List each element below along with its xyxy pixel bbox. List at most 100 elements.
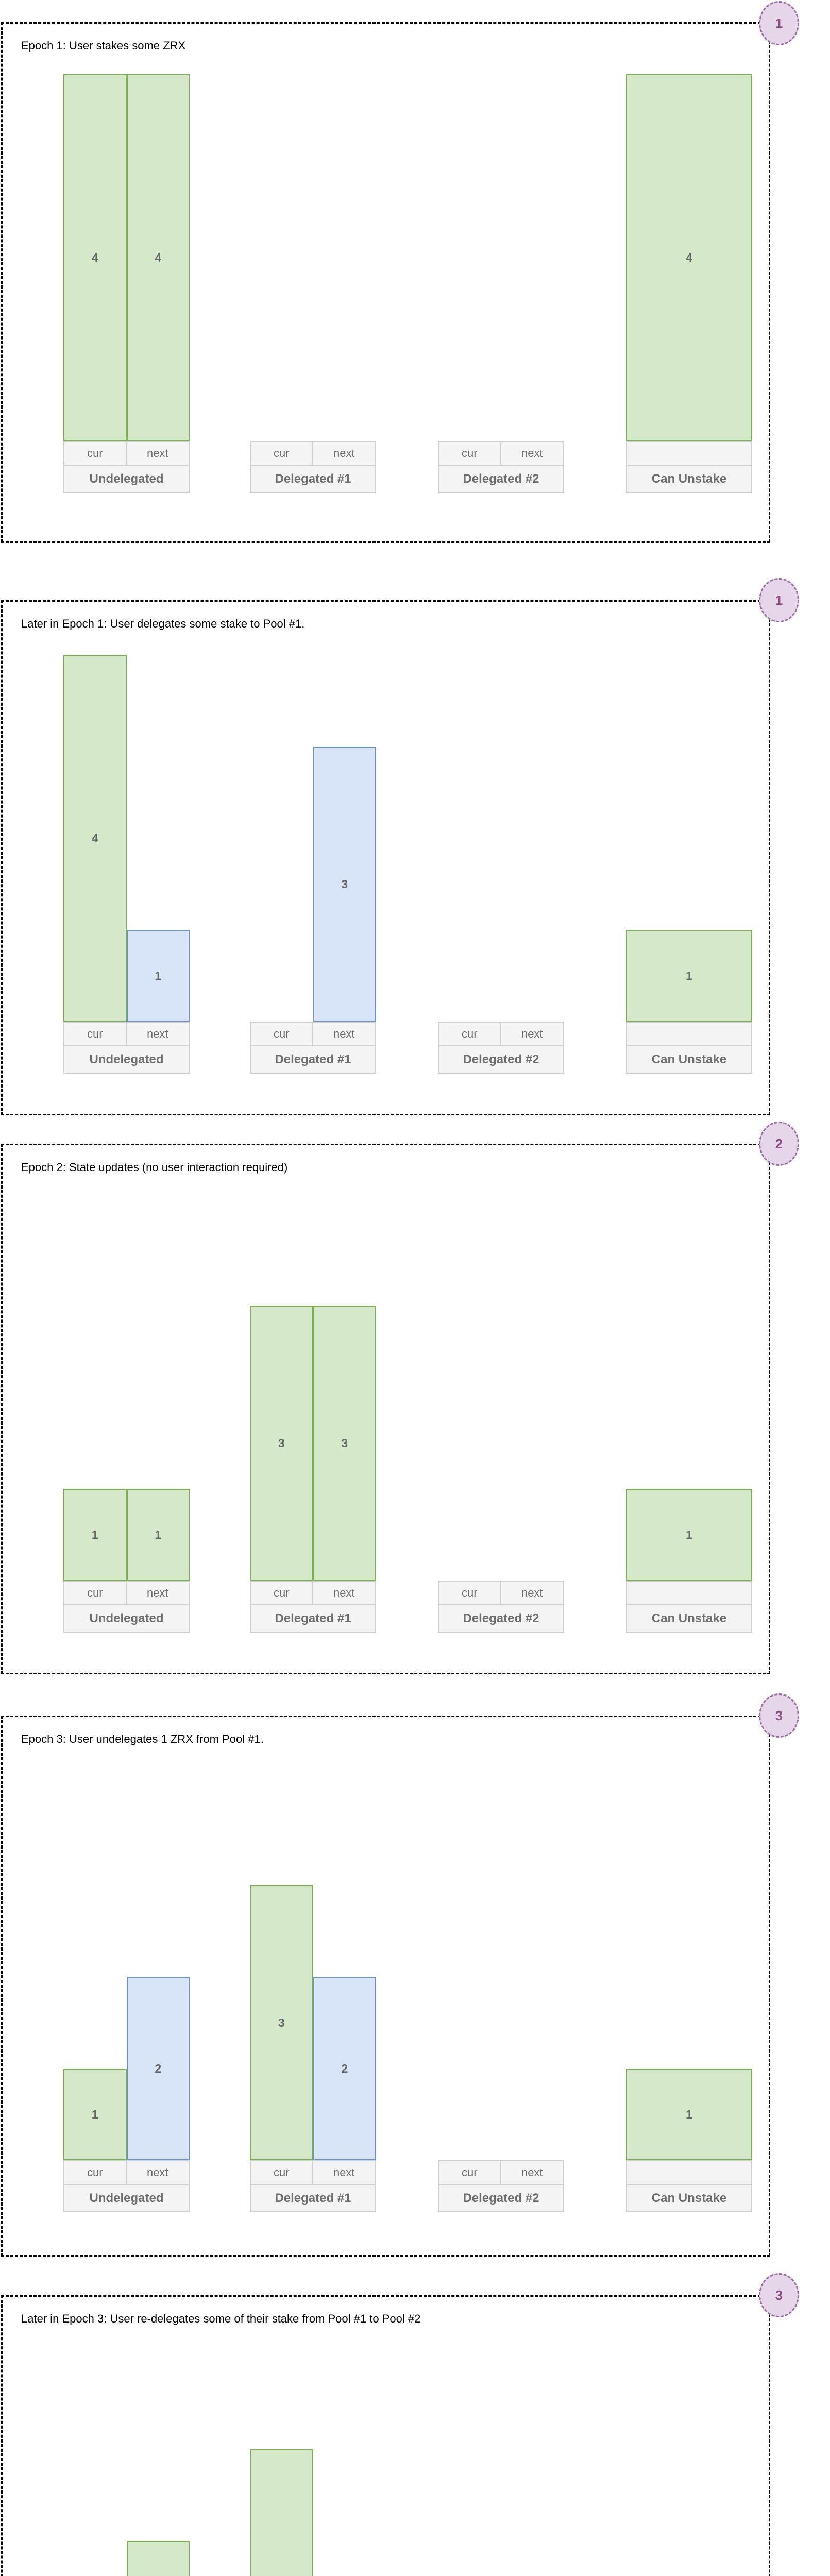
bar-stack: 4 bbox=[626, 29, 752, 441]
value-bar: 4 bbox=[63, 74, 127, 441]
value-bar: 4 bbox=[126, 74, 190, 441]
epoch-number: 3 bbox=[775, 2287, 783, 2303]
epoch-number: 1 bbox=[775, 592, 783, 608]
header-cell-blank bbox=[626, 1581, 752, 1605]
header-row bbox=[626, 441, 752, 466]
bar-slot: 1 bbox=[63, 2312, 127, 2576]
header-row bbox=[626, 1022, 752, 1046]
bar-slot: 1 bbox=[126, 1168, 190, 1581]
header-row bbox=[626, 2160, 752, 2185]
column-labels: Can Unstake bbox=[626, 1022, 752, 1074]
bar-stack bbox=[438, 1168, 564, 1581]
header-cell-next: next bbox=[501, 2160, 564, 2185]
bar-slot: 3 bbox=[313, 609, 376, 1022]
column-name: Delegated #2 bbox=[438, 1046, 564, 1074]
bar-slot bbox=[501, 1748, 565, 2160]
header-cell-next: next bbox=[313, 441, 376, 466]
bar-slot bbox=[438, 609, 501, 1022]
column-name: Delegated #2 bbox=[438, 466, 564, 493]
value-bar: 1 bbox=[126, 1489, 190, 1581]
epoch-number: 2 bbox=[775, 1136, 783, 1151]
panel-title: Epoch 2: State updates (no user interact… bbox=[21, 1161, 288, 1174]
bar-slot bbox=[438, 1168, 501, 1581]
header-cell-cur: cur bbox=[250, 441, 313, 466]
bar-slot: 1 bbox=[126, 609, 190, 1022]
column-labels: Can Unstake bbox=[626, 1581, 752, 1633]
bar-slot: 1 bbox=[626, 609, 752, 1022]
bar-slot: 1 bbox=[313, 2312, 377, 2576]
header-cell-next: next bbox=[313, 1022, 376, 1046]
header-cell-cur: cur bbox=[63, 1022, 127, 1046]
bar-stack bbox=[438, 29, 564, 441]
header-cell-next: next bbox=[126, 1581, 190, 1605]
bar-stack: 12 bbox=[63, 2312, 190, 2576]
bar-slot: 2 bbox=[126, 2312, 190, 2576]
column-name: Can Unstake bbox=[626, 1046, 752, 1074]
column-name: Delegated #1 bbox=[250, 466, 376, 493]
column-name: Delegated #1 bbox=[250, 2185, 376, 2212]
value-bar: 2 bbox=[126, 2541, 190, 2576]
epoch-number: 1 bbox=[775, 15, 783, 31]
bar-slot: 1 bbox=[501, 2312, 565, 2576]
bar-slot: 4 bbox=[63, 29, 127, 441]
epoch-badge: 3 bbox=[759, 2273, 799, 2317]
header-cell-next: next bbox=[501, 441, 564, 466]
value-bar: 4 bbox=[626, 74, 752, 441]
bar-slot: 1 bbox=[63, 1168, 127, 1581]
header-cell-cur: cur bbox=[63, 441, 127, 466]
column-group: 12curnextUndelegated31curnextDelegated #… bbox=[3, 2297, 769, 2576]
bar-slot: 2 bbox=[126, 1748, 190, 2160]
header-row bbox=[626, 1581, 752, 1605]
bar-stack bbox=[438, 1748, 564, 2160]
column-name: Delegated #1 bbox=[250, 1046, 376, 1074]
epoch-badge: 1 bbox=[759, 578, 799, 622]
epoch-badge: 2 bbox=[759, 1122, 799, 1166]
bar-slot bbox=[313, 29, 377, 441]
value-bar: 1 bbox=[626, 1489, 752, 1581]
panel-title: Epoch 1: User stakes some ZRX bbox=[21, 39, 186, 52]
column-name: Can Unstake bbox=[626, 466, 752, 493]
epoch-panel: Epoch 2: State updates (no user interact… bbox=[1, 1144, 770, 1674]
column-name: Delegated #2 bbox=[438, 2185, 564, 2212]
column-name: Undelegated bbox=[63, 1046, 190, 1074]
header-cell-blank bbox=[626, 2160, 752, 2185]
bar-stack: 1 bbox=[438, 2312, 564, 2576]
bar-stack: 1 bbox=[626, 609, 752, 1022]
header-cell-cur: cur bbox=[438, 2160, 501, 2185]
epoch-panel: Later in Epoch 1: User delegates some st… bbox=[1, 600, 770, 1115]
header-cell-cur: cur bbox=[250, 1022, 313, 1046]
bar-stack: 1 bbox=[626, 1748, 752, 2160]
epoch-number: 3 bbox=[775, 1708, 783, 1723]
bar-slot bbox=[438, 2312, 501, 2576]
header-cell-next: next bbox=[126, 441, 190, 466]
column-labels: Can Unstake bbox=[626, 441, 752, 493]
bar-slot: 1 bbox=[626, 2312, 752, 2576]
header-cell-next: next bbox=[313, 1581, 376, 1605]
